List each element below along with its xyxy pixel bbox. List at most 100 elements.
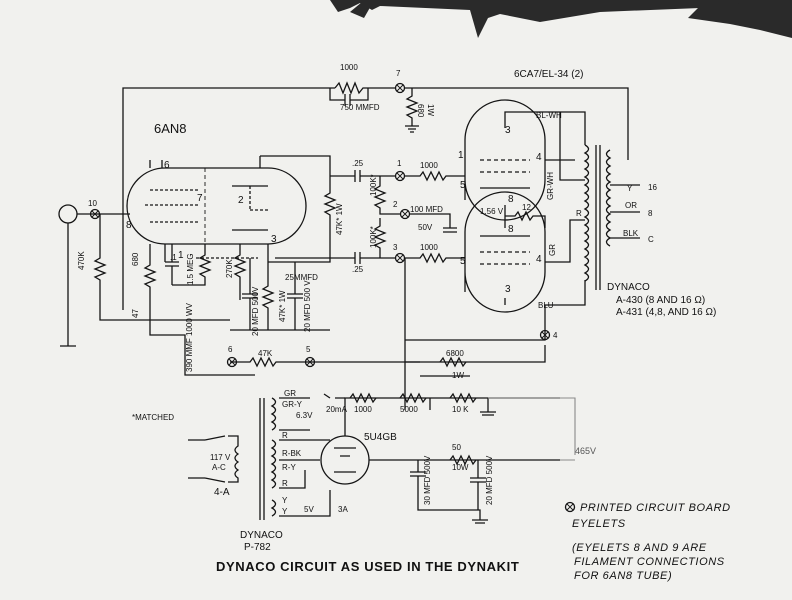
rectifier-label: 5U4GB xyxy=(364,432,397,443)
r-47-label: 47 xyxy=(131,309,140,318)
output-transformer xyxy=(405,111,640,341)
b-plus-rail xyxy=(230,345,546,377)
pin-el34-a-5: 5 xyxy=(460,180,466,191)
r-270k-label: 270K xyxy=(225,259,234,278)
r-50-watt-label: 10W xyxy=(452,463,469,472)
eyelet-6-label: 6 xyxy=(228,345,233,354)
ot-lead-blu: BLU xyxy=(538,301,554,310)
input-bias-network xyxy=(93,214,258,362)
legend-note-2: FILAMENT CONNECTIONS xyxy=(574,556,725,568)
pin-el34-a-3: 3 xyxy=(505,125,511,136)
tube-6an8 xyxy=(126,156,307,262)
legend-eyelet-icon xyxy=(564,501,576,513)
r-15meg-label: 1.5 MEG xyxy=(186,253,195,285)
tube-el34-a xyxy=(464,99,546,221)
r-12-label: 12 xyxy=(522,203,531,212)
pt-lead-y2: Y xyxy=(282,507,288,516)
pt-lead-ry: R-Y xyxy=(282,463,296,472)
feedback-network xyxy=(122,81,629,310)
ot-lead-blwh: BL-WH xyxy=(536,111,562,120)
ot-lead-grwh: GR-WH xyxy=(546,172,555,200)
eyelet-5-label: 5 xyxy=(306,345,311,354)
ot-wire-blk: BLK xyxy=(623,229,639,238)
c-25b-label: .25 xyxy=(352,265,364,274)
ot-brand: DYNACO xyxy=(607,282,650,293)
r-6800-label: 6800 xyxy=(446,349,464,358)
pin-el34-a-4: 4 xyxy=(536,152,542,163)
pin-6an8-6: 6 xyxy=(164,160,170,171)
c-50v-label: 50V xyxy=(418,223,433,232)
matched-note: *MATCHED xyxy=(132,413,174,422)
input-tube-label: 6AN8 xyxy=(154,121,187,136)
r-1000-ps-label: 1000 xyxy=(354,405,372,414)
eyelet-4-label: 4 xyxy=(553,331,558,340)
ot-wire-y: Y xyxy=(627,184,633,193)
ot-tap-8: 8 xyxy=(648,209,653,218)
r-50-label: 50 xyxy=(452,443,461,452)
pin-6an8-2: 2 xyxy=(238,195,244,206)
r-470k-label: 470K xyxy=(77,251,86,270)
ot-tap-16: 16 xyxy=(648,183,657,192)
ot-lead-r: R xyxy=(576,209,582,218)
r-1000-feedback-label: 1000 xyxy=(340,63,358,72)
output-tubes-label: 6CA7/EL-34 (2) xyxy=(514,69,583,80)
filter-network xyxy=(323,392,496,524)
ot-model-2: A-431 (4,8, AND 16 Ω) xyxy=(616,307,716,318)
c-30mfd-label: 30 MFD 500V xyxy=(423,455,432,505)
ot-wire-or: OR xyxy=(625,201,637,210)
ot-lead-gr: GR xyxy=(548,244,557,256)
r-1000-b-label: 1000 xyxy=(420,243,438,252)
pin-6an8-3: 3 xyxy=(271,234,277,245)
r-680-label: 680 xyxy=(416,104,425,118)
r-47k-1w-label: 47K* 1W xyxy=(335,203,344,235)
ot-model-1: A-430 (8 AND 16 Ω) xyxy=(616,295,705,306)
v-465-label: 465V xyxy=(575,446,596,456)
paper-corner-fold xyxy=(688,0,792,38)
paper-tear xyxy=(350,2,372,18)
pt-lead-gr: GR xyxy=(284,389,296,398)
tube-el34-b xyxy=(464,191,546,313)
c-390-symbol xyxy=(184,362,255,376)
c-25a-label: .25 xyxy=(352,159,364,168)
c-20mfd-c-label: 20 MFD 500V xyxy=(485,455,494,505)
pin-el34-a-1: 1 xyxy=(458,150,464,161)
pt-lead-5v: 5V xyxy=(304,505,314,514)
legend-line-1: PRINTED CIRCUIT BOARD xyxy=(580,502,731,514)
pin-el34-a-8: 8 xyxy=(508,194,514,205)
c-750-label: 750 MMFD xyxy=(340,103,380,112)
pt-model: P-782 xyxy=(244,542,271,553)
eyelet-3-label: 3 xyxy=(393,243,398,252)
fuse-label: 4-A xyxy=(214,487,230,498)
eyelet-10-label: 10 xyxy=(88,199,97,208)
pin-6an8-7: 7 xyxy=(197,193,203,204)
coupling-network xyxy=(275,170,465,400)
c-20mfd-b-label: 20 MFD 500 V xyxy=(303,280,312,332)
pin-el34-b-8: 8 xyxy=(508,224,514,235)
legend-note-1: (EYELETS 8 AND 9 ARE xyxy=(572,542,707,554)
eyelet-markers xyxy=(89,82,551,368)
r-100k-b-label: 100K* xyxy=(369,226,378,248)
pt-lead-rbk: R-BK xyxy=(282,449,302,458)
r-680-cathode-label: 680 xyxy=(131,252,140,266)
c-20ma-label: 20mA xyxy=(326,405,348,414)
c-20mfd-a-label: 20 MFD 500V xyxy=(251,286,260,336)
eyelet-1-label: 1 xyxy=(397,159,402,168)
c-390-label: 390 MMF 1000 WV xyxy=(185,302,194,372)
diagram-title: DYNACO CIRCUIT AS USED IN THE DYNAKIT xyxy=(216,559,519,574)
mains-input xyxy=(188,398,265,520)
r-6800-watt-label: 1W xyxy=(452,371,464,380)
input-jack xyxy=(58,204,130,347)
r-47k-label: 47K xyxy=(258,349,273,358)
c-01-label: .1 xyxy=(170,253,177,262)
pin-el34-b-4: 4 xyxy=(536,254,542,265)
v-156-label: 1.56 V xyxy=(480,207,504,216)
ot-tap-c: C xyxy=(648,235,654,244)
pencil-bplus-line xyxy=(488,397,576,461)
el34-cathode-network xyxy=(504,205,546,228)
pin-el34-b-5: 5 xyxy=(460,256,466,267)
r-100k-a-label: 100K* xyxy=(369,174,378,196)
mains-voltage: 117 V xyxy=(210,453,231,462)
